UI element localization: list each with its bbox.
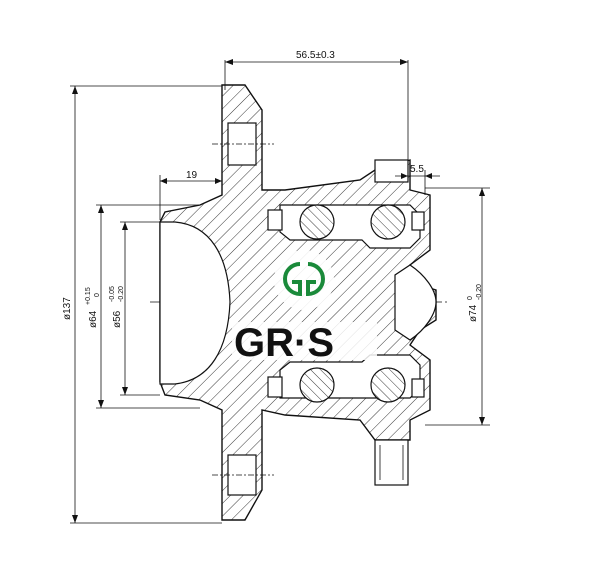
ball-top-left (299, 204, 335, 240)
dim-gap: 5.5 (410, 164, 424, 175)
dim-flange-depth: 19 (186, 170, 198, 181)
seal-bottom-left (267, 376, 283, 398)
dim-pilot-tol-lower: 0 (94, 293, 101, 297)
dim-bearing-tol-lower: -0.20 (476, 284, 483, 300)
dim-bearing-dia: ø74 (468, 304, 479, 322)
svg-text:GR·S: GR·S (234, 321, 334, 365)
grs-brand-logo: GR·S (232, 321, 377, 365)
flange-recess (159, 221, 231, 385)
dim-inner-dia: ø56 (112, 310, 123, 328)
dim-inner-tol-lower: -0.20 (118, 286, 125, 302)
dim-outer-dia: ø137 (62, 297, 73, 320)
seal-top-left (267, 209, 283, 231)
dim-pilot-dia: ø64 (88, 310, 99, 328)
outer-ring-hole-bottom (374, 439, 409, 486)
green-emblem-logo (274, 250, 334, 310)
outer-ring-hole-top (374, 159, 409, 183)
dim-inner-tol-upper: -0.05 (109, 286, 116, 302)
ball-bottom-right (370, 367, 406, 403)
ball-bottom-left (299, 367, 335, 403)
seal-bottom-right (411, 378, 425, 398)
dim-bearing-tol-upper: 0 (467, 296, 474, 300)
ball-top-right (370, 204, 406, 240)
inner-bore (394, 264, 437, 341)
dim-width-offset: 56.5±0.3 (296, 50, 335, 61)
seal-top-right (411, 211, 425, 231)
dim-pilot-tol-upper: +0.15 (85, 287, 92, 305)
